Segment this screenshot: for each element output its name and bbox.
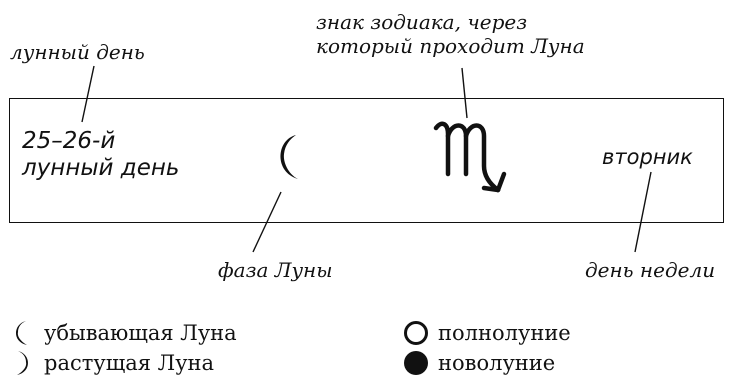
legend-label-waning: убывающая Луна xyxy=(44,321,237,345)
caption-moon-phase: фаза Луны xyxy=(218,258,333,282)
full-moon-icon xyxy=(404,321,428,345)
waxing-crescent-icon xyxy=(17,351,28,375)
legend-label-new-moon: новолуние xyxy=(438,351,556,375)
weekday-value: вторник xyxy=(602,145,693,169)
legend-left: убывающая Луна растущая Луна xyxy=(8,318,237,378)
caption-zodiac-sign: знак зодиака, через который проходит Лун… xyxy=(316,10,585,58)
legend-label-full-moon: полнолуние xyxy=(438,321,571,345)
legend-right: полнолуние новолуние xyxy=(402,318,571,378)
lunar-day-value: 25–26-й лунный день xyxy=(22,128,180,181)
legend-item-waning: убывающая Луна xyxy=(8,318,237,348)
moon-phase-symbol xyxy=(268,132,310,182)
virgo-icon xyxy=(433,121,507,193)
waning-crescent-icon xyxy=(16,321,27,345)
calendar-entry-frame xyxy=(9,98,724,223)
legend-item-full-moon: полнолуние xyxy=(402,318,571,348)
new-moon-icon xyxy=(404,351,428,375)
zodiac-virgo-symbol xyxy=(430,112,520,202)
legend-label-waxing: растущая Луна xyxy=(44,351,215,375)
legend-item-waxing: растущая Луна xyxy=(8,348,237,378)
waning-crescent-icon xyxy=(280,135,298,179)
caption-lunar-day: лунный день xyxy=(10,40,145,64)
caption-weekday: день недели xyxy=(585,258,716,282)
legend-item-new-moon: новолуние xyxy=(402,348,571,378)
